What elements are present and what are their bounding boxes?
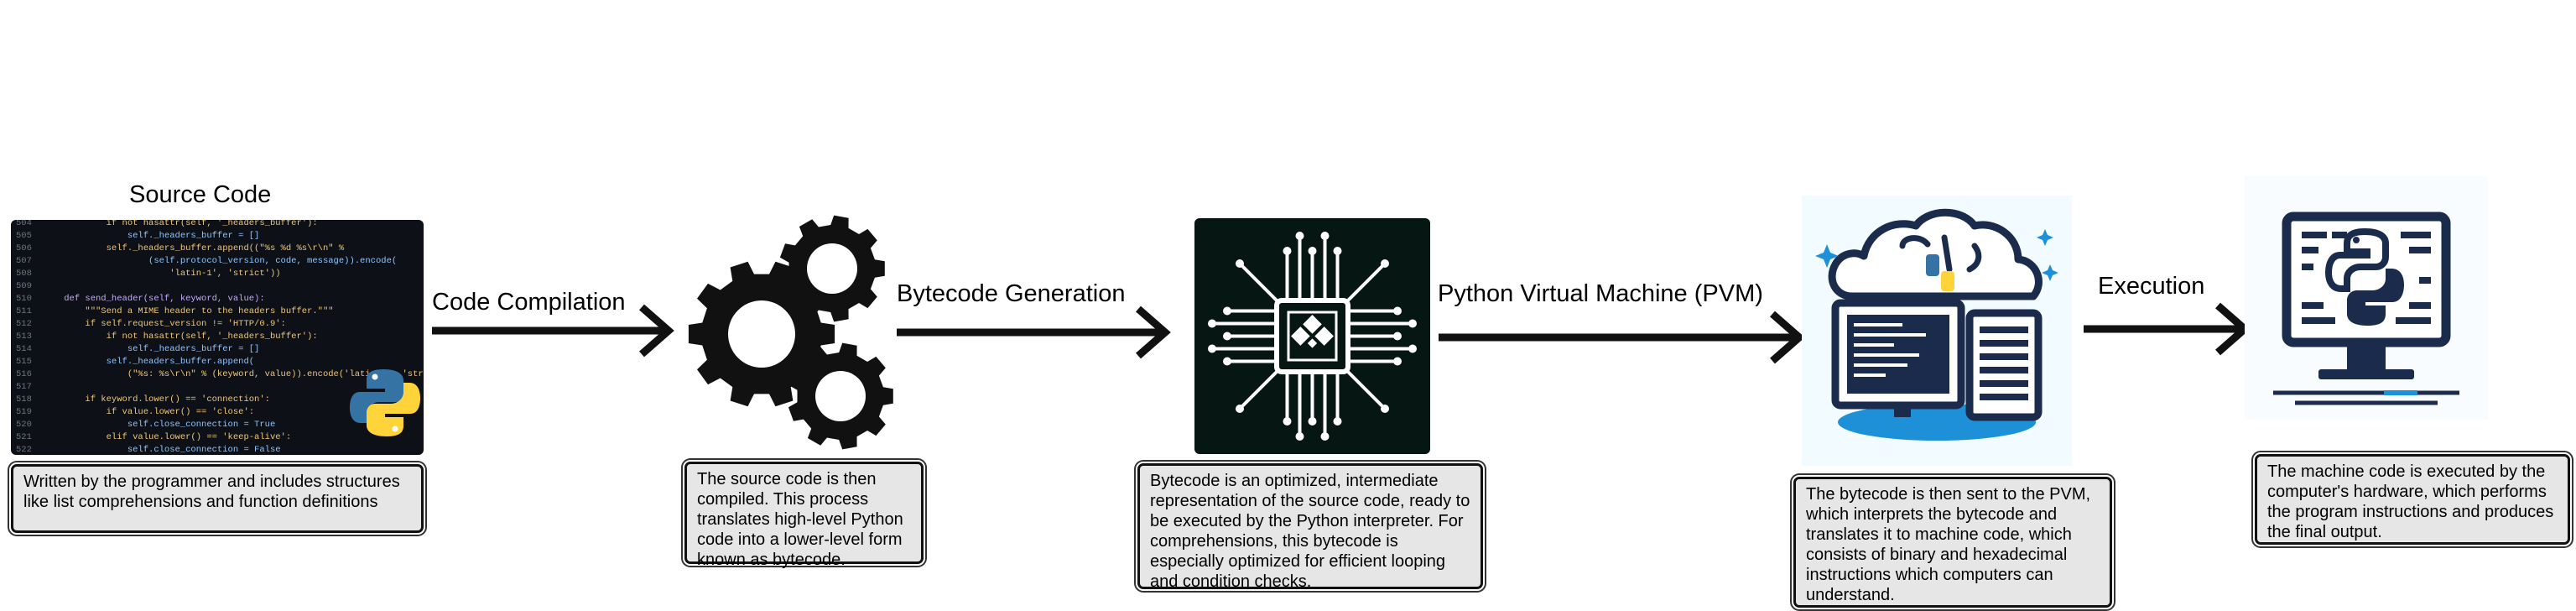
source-code-description: Written by the programmer and includes s… [11,464,424,533]
code-text: """Send a MIME header to the headers buf… [43,306,334,316]
gears-icon [688,215,893,450]
code-text: def send_header(self, keyword, value): [43,294,265,304]
line-number: 515 [16,357,32,367]
code-line: 511 """Send a MIME header to the headers… [11,305,334,318]
bytecode-description: Bytecode is an optimized, intermediate r… [1137,463,1483,591]
code-line: 510 def send_header(self, keyword, value… [11,292,265,306]
code-line: 522 self.close_connection = False [11,443,281,455]
pvm-label: Python Virtual Machine (PVM) [1438,280,1763,307]
python-logo-icon [350,369,420,436]
code-text: if not hasattr(self, '_headers_buffer'): [43,220,318,228]
pvm-description: The bytecode is then sent to the PVM, wh… [1793,477,2112,608]
code-line: 504 if not hasattr(self, '_headers_buffe… [11,220,318,230]
code-line: 521 elif value.lower() == 'keep-alive': [11,431,291,444]
code-text: if value.lower() == 'close': [43,407,255,417]
code-text: if not hasattr(self, '_headers_buffer'): [43,332,318,342]
code-text: self._headers_buffer.append( [43,357,255,367]
line-number: 509 [16,281,32,291]
line-number: 514 [16,344,32,354]
line-number: 516 [16,369,32,379]
code-line: 519 if value.lower() == 'close': [11,405,254,419]
code-line: 516 ("%s: %s\r\n" % (keyword, value)).en… [11,368,424,381]
processor-chip-icon [1194,218,1430,454]
right-arrow-icon [1439,311,1805,364]
code-text: ("%s: %s\r\n" % (keyword, value)).encode… [43,369,424,379]
code-text: elif value.lower() == 'keep-alive': [43,432,292,442]
line-number: 506 [16,243,32,253]
right-arrow-icon [432,304,674,358]
code-line: 509 [11,279,43,293]
code-line: 515 self._headers_buffer.append( [11,355,254,368]
line-number: 517 [16,382,32,392]
right-arrow-icon [2084,302,2251,356]
line-number: 522 [16,445,32,455]
code-line: 508 'latin-1', 'strict')) [11,267,281,280]
line-number: 510 [16,294,32,304]
source-code-title: Source Code [129,181,272,208]
code-text: (self.protocol_version, code, message)).… [43,256,398,266]
execution-description: The machine code is executed by the comp… [2255,454,2570,545]
code-line: 505 self._headers_buffer = [] [11,229,259,243]
line-number: 521 [16,432,32,442]
line-number: 504 [16,220,32,228]
code-line: 518 if keyword.lower() == 'connection': [11,393,270,406]
line-number: 511 [16,306,32,316]
code-line: 506 self._headers_buffer.append(("%s %d … [11,242,344,255]
code-text: self._headers_buffer.append(("%s %d %s\r… [43,243,345,253]
code-compilation-label: Code Compilation [432,289,626,316]
code-text: self._headers_buffer = [] [43,231,260,241]
line-number: 505 [16,231,32,241]
line-number: 518 [16,394,32,405]
bytecode-generation-label: Bytecode Generation [897,280,1126,307]
line-number: 519 [16,407,32,417]
compilation-description: The source code is then compiled. This p… [684,462,924,569]
code-text: if self.request_version != 'HTTP/0.9': [43,319,286,329]
code-line: 520 self.close_connection = True [11,418,275,431]
right-arrow-icon [897,306,1171,359]
line-number: 507 [16,256,32,266]
code-line: 513 if not hasattr(self, '_headers_buffe… [11,330,318,343]
code-line: 517 [11,380,43,394]
python-monitor-icon [2245,176,2488,420]
code-line: 507 (self.protocol_version, code, messag… [11,254,397,268]
line-number: 513 [16,332,32,342]
code-line: 512 if self.request_version != 'HTTP/0.9… [11,317,286,331]
source-code-screenshot: 504 if not hasattr(self, '_headers_buffe… [11,220,424,455]
code-text: self._headers_buffer = [] [43,344,260,354]
line-number: 508 [16,269,32,279]
code-text: self.close_connection = False [43,445,281,455]
code-text: if keyword.lower() == 'connection': [43,394,270,405]
execution-label: Execution [2098,273,2205,300]
code-text: self.close_connection = True [43,420,276,430]
code-line: 514 self._headers_buffer = [] [11,342,259,356]
cloud-computer-icon [1802,196,2072,466]
line-number: 512 [16,319,32,329]
code-text: 'latin-1', 'strict')) [43,269,281,279]
line-number: 520 [16,420,32,430]
